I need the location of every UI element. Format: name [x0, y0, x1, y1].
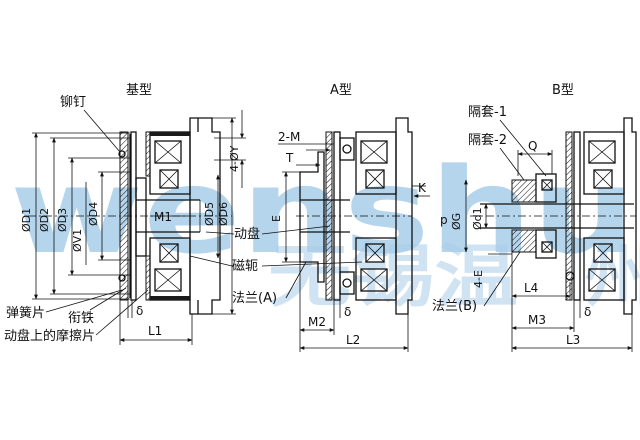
dim-p: p [440, 213, 448, 227]
dim-t: T [285, 151, 294, 165]
dim-d1-small: Ød1 [471, 207, 484, 230]
dim-d3: ØD3 [56, 208, 69, 232]
dim-l3: L3 [566, 333, 580, 347]
dim-g: ØG [450, 213, 463, 230]
label-flange-a: 法兰(A) [232, 291, 277, 306]
label-rivet: 铆钉 [60, 95, 86, 110]
dim-d1: ØD1 [20, 208, 33, 232]
dim-l4: L4 [524, 281, 538, 295]
dim-m3: M3 [528, 313, 546, 327]
label-spacer1: 隔套-1 [468, 104, 507, 120]
label-armature: 衔铁 [68, 311, 94, 326]
dim-q: Q [528, 139, 537, 153]
dim-2m: 2-M [278, 130, 300, 144]
svg-text:无锡温: 无锡温 [268, 238, 518, 317]
dim-delta-b: δ [584, 305, 591, 319]
dim-l1: L1 [148, 324, 162, 338]
a-type-view: A型 2-M T [189, 83, 430, 352]
label-friction-plate: 动盘上的摩擦片 [4, 328, 95, 344]
dim-v1: ØV1 [71, 229, 84, 252]
label-spring-plate: 弹簧片 [6, 305, 45, 321]
dim-d4: ØD4 [87, 202, 100, 226]
label-spacer2: 隔套-2 [468, 132, 507, 148]
basic-view-title: 基型 [126, 83, 152, 98]
dim-d2: ØD2 [38, 208, 51, 232]
dim-delta-a: δ [344, 305, 351, 319]
dim-k: K [418, 181, 427, 195]
label-moving-disc: 动盘 [234, 226, 260, 242]
dim-d5: ØD5 [203, 202, 216, 226]
basic-type-view: 基型 ØD1 ØD2 ØD3 ØV1 ØD4 M1 [4, 83, 246, 345]
dim-4e: 4-E [472, 270, 485, 288]
label-yoke: 磁轭 [232, 258, 258, 274]
label-flange-b: 法兰(B) [432, 299, 477, 314]
dim-l2: L2 [346, 333, 360, 347]
dim-y: 4-ØY [228, 145, 241, 172]
a-view-title: A型 [330, 83, 352, 98]
dim-delta-basic: δ [136, 304, 143, 318]
b-type-view: B型 [432, 83, 637, 352]
dim-d6: ØD6 [217, 202, 230, 226]
watermark: wenshu 无锡温 州 [10, 142, 640, 317]
dim-m1: M1 [154, 210, 172, 224]
dim-m2: M2 [308, 315, 326, 329]
dim-e: E [270, 215, 283, 222]
svg-text:wenshu: wenshu [10, 142, 635, 280]
b-view-title: B型 [552, 83, 574, 98]
